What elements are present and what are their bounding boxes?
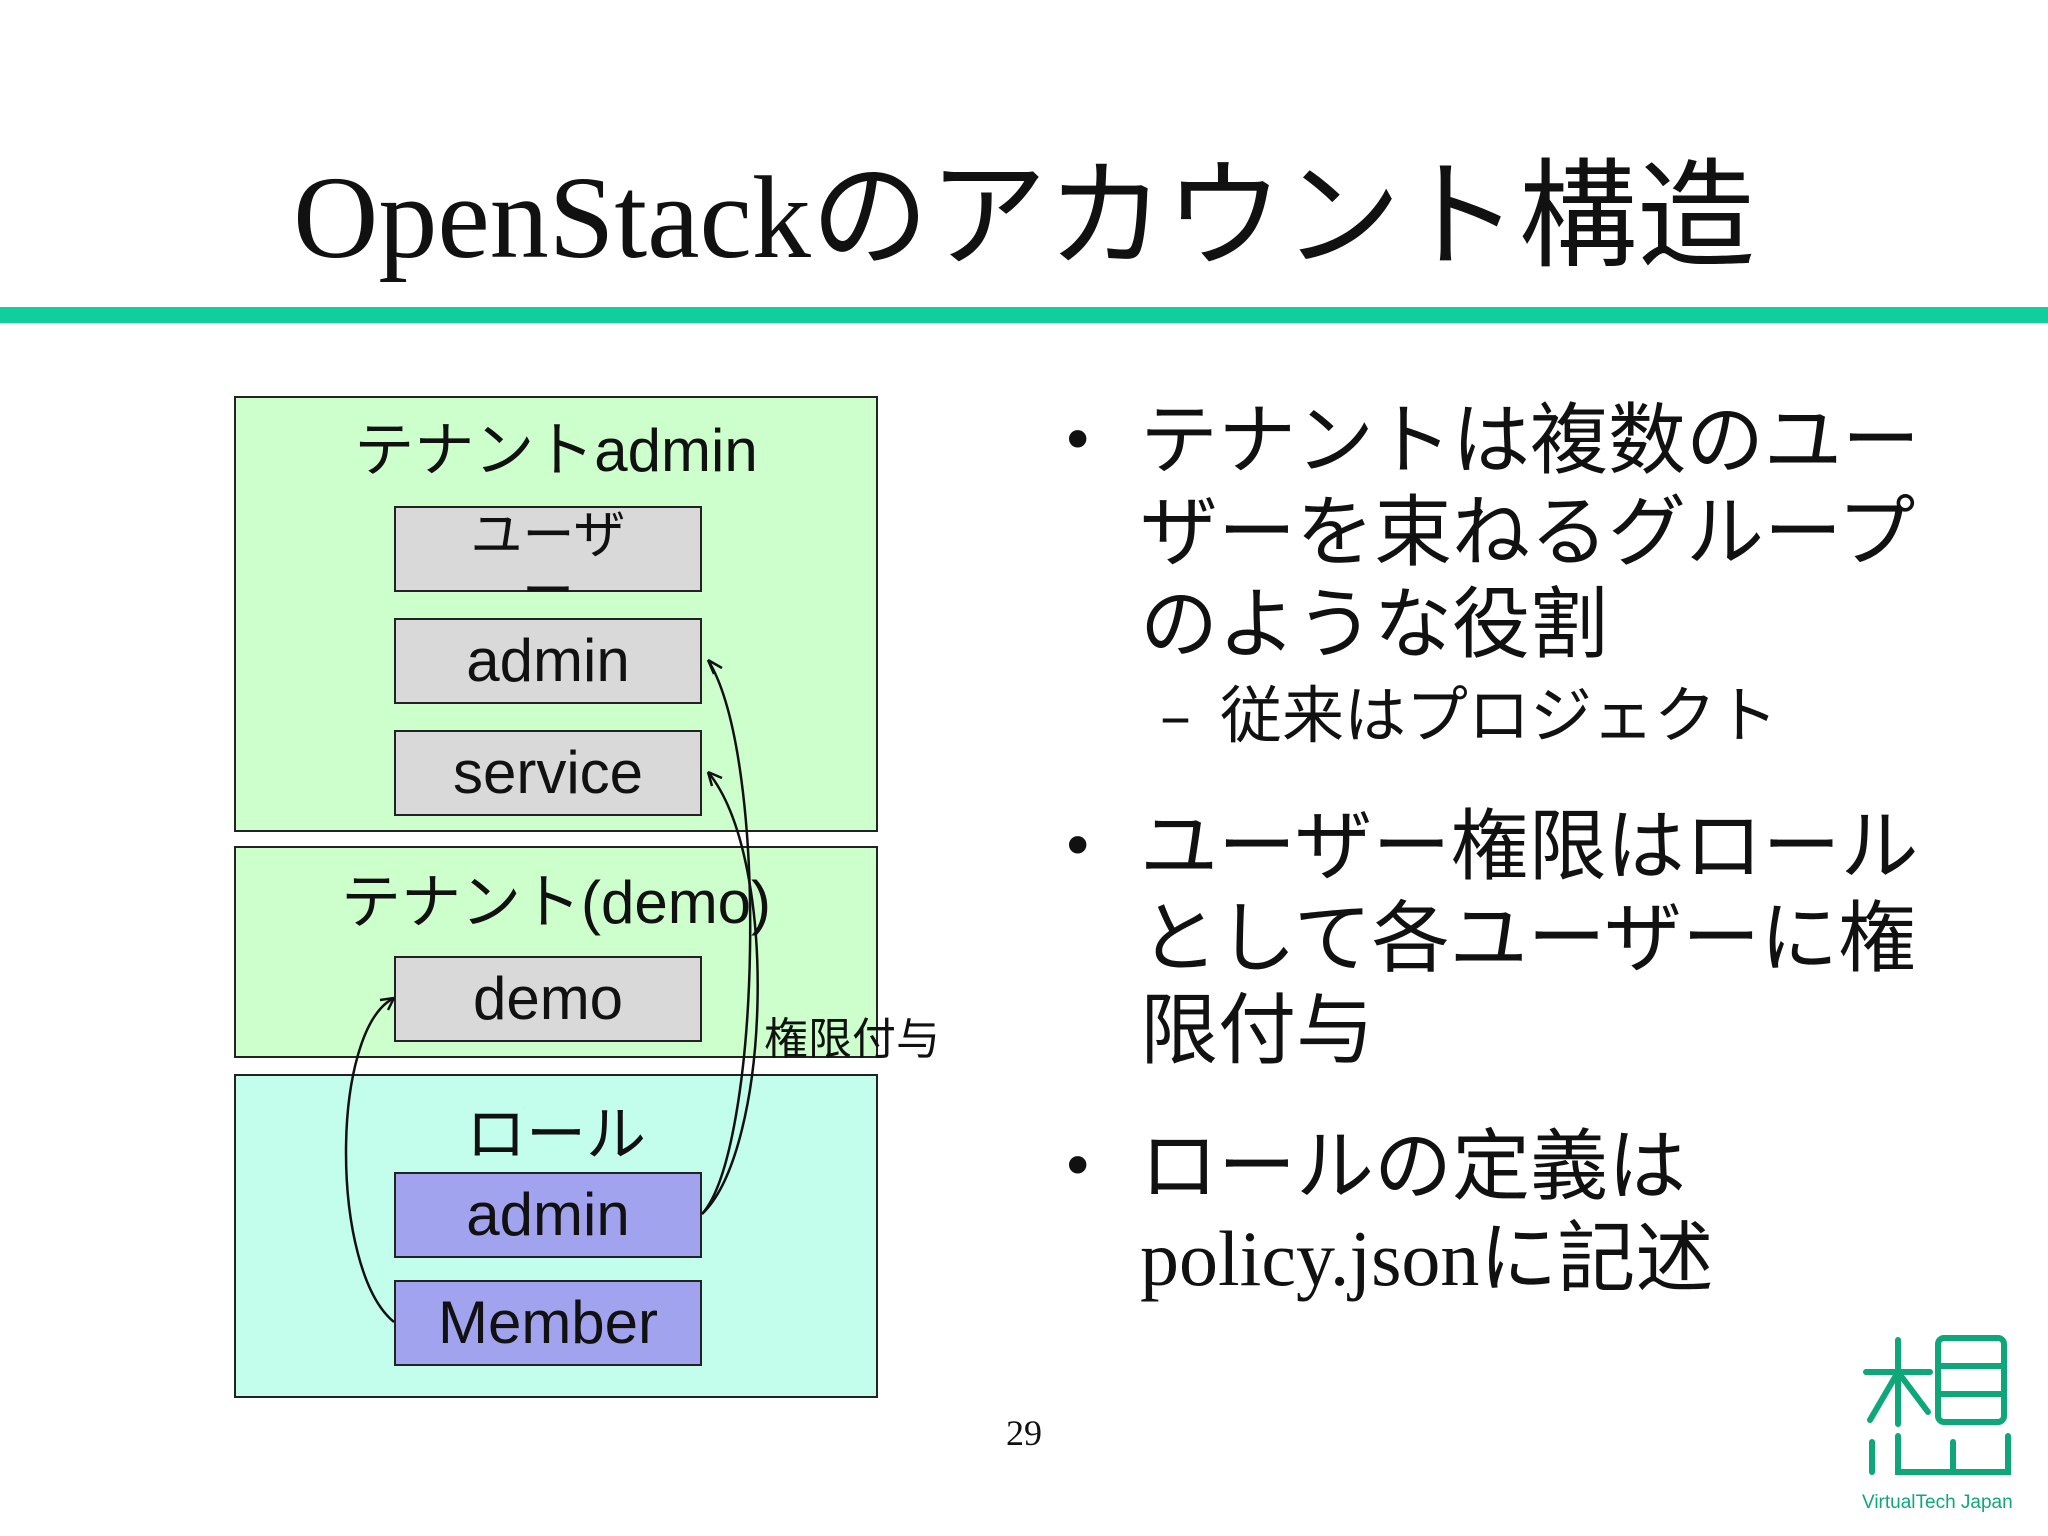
user-header-box: ユーザー — [394, 506, 702, 620]
tenant-demo-label-jp: テナント — [340, 868, 581, 938]
tenant-demo-label: テナント(demo) — [236, 868, 876, 938]
bullet-text: ユーザー権限はロールとして各ユーザーに権限付与 — [1140, 802, 1919, 1076]
role-member-box: Member — [394, 1280, 702, 1366]
sub-bullet-item: – 従来はプロジェクト — [1060, 671, 1960, 761]
tenant-admin-label-en: admin — [594, 417, 758, 484]
bullet-list: • テナントは複数のユーザーを束ねるグループのような役割 – 従来はプロジェクト… — [1060, 395, 1960, 1305]
arrow-admin-to-service — [701, 771, 759, 1215]
arrow-admin-head-1 — [706, 658, 723, 675]
sub-bullet-text: 従来はプロジェクト — [1220, 679, 1779, 752]
role-admin-box: admin — [394, 1172, 702, 1258]
company-logo-icon — [1863, 1335, 2011, 1475]
tenant-admin-label-jp: テナント — [354, 416, 595, 486]
bullet-dot: • — [1060, 1132, 1096, 1202]
user-admin-box: admin — [394, 618, 702, 704]
permission-grant-label: 権限付与 — [764, 1014, 940, 1065]
bullet-item: • テナントは複数のユーザーを束ねるグループのような役割 — [1060, 395, 1960, 671]
sub-bullet-dash: – — [1160, 679, 1191, 752]
slide-title: OpenStackのアカウント構造 — [293, 152, 1755, 283]
bullet-item: • ロールの定義は policy.jsonに記述 — [1060, 1121, 1960, 1305]
user-demo-box: demo — [394, 956, 702, 1042]
tenant-admin-label: テナントadmin — [236, 416, 876, 486]
bullet-item: • ユーザー権限はロールとして各ユーザーに権限付与 — [1060, 801, 1960, 1077]
roles-label: ロール — [466, 1100, 646, 1170]
arrow-admin-to-admin — [701, 659, 752, 1215]
bullet-dot: • — [1060, 812, 1096, 882]
bullet-text-part2: に記述 — [1479, 1214, 1714, 1304]
arrow-demo-head — [379, 996, 396, 1011]
tenant-demo-label-en: (demo) — [580, 869, 772, 936]
arrow-admin-head-2 — [706, 770, 723, 787]
bullet-text: テナントは複数のユーザーを束ねるグループのような役割 — [1140, 396, 1921, 670]
logo-text: VirtualTech Japan — [1862, 1492, 2013, 1513]
title-underline — [0, 307, 2048, 323]
bullet-text-part1: ロールの定義は — [1140, 1122, 1687, 1212]
bullet-text-en: policy.json — [1140, 1215, 1480, 1302]
page-number: 29 — [1006, 1413, 1042, 1453]
arrow-member-to-demo — [344, 996, 395, 1323]
user-service-box: service — [394, 730, 702, 816]
bullet-dot: • — [1060, 406, 1096, 476]
